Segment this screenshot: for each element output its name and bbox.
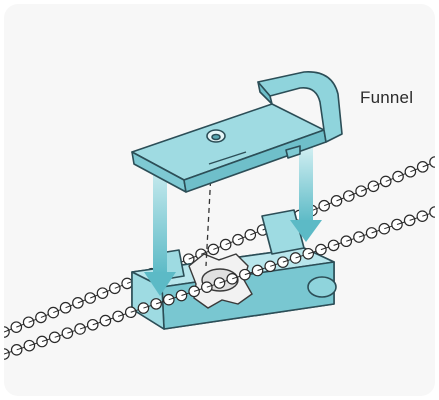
chain-bead [356,186,366,196]
chain-bead [316,244,326,254]
chain-bead [417,211,427,221]
funnel-label: Funnel [360,88,413,108]
chain-bead [430,207,435,217]
chain-bead [60,303,70,313]
chain-bead [404,215,414,225]
bead-chain-front [4,207,435,359]
chain-bead [23,317,33,327]
chain-bead [366,228,376,238]
chain-bead [319,201,329,211]
chain-bead [417,162,427,172]
chain-bead [328,240,338,250]
chain-bead [368,181,378,191]
chain-bead [430,157,435,167]
diagram-panel: Funnel [4,4,435,396]
assembly-illustration [4,4,435,396]
chain-bead [405,167,415,177]
chain-bead [278,257,288,267]
